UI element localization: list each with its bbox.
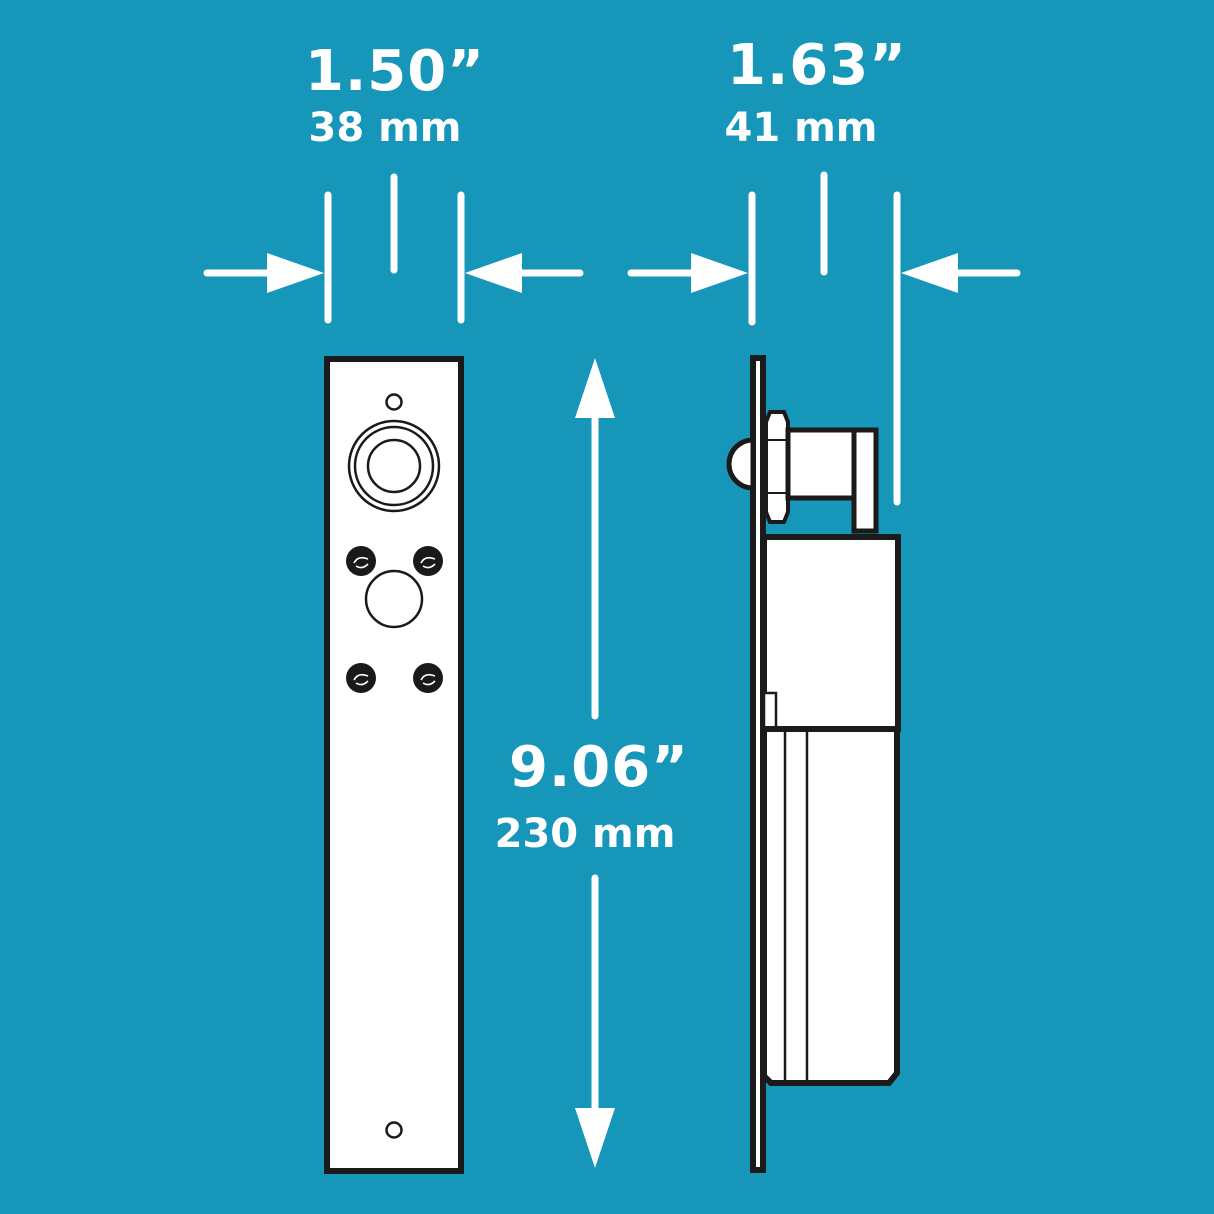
cylinder-core bbox=[366, 438, 422, 494]
screw-icon bbox=[346, 663, 376, 693]
front-width-dimension bbox=[203, 173, 584, 324]
center-hole bbox=[364, 569, 424, 629]
front-view-plate bbox=[324, 356, 464, 1174]
top-mounting-hole bbox=[385, 393, 403, 411]
front-width-mm: 38 mm bbox=[308, 105, 462, 151]
height-inches: 9.06” bbox=[509, 735, 689, 800]
side-view-body bbox=[726, 355, 901, 1173]
screw-icon bbox=[413, 663, 443, 693]
bottom-mounting-hole bbox=[385, 1121, 403, 1139]
front-width-inches: 1.50” bbox=[305, 39, 485, 104]
side-depth-dimension bbox=[627, 171, 1021, 506]
height-mm: 230 mm bbox=[494, 811, 676, 857]
side-depth-mm: 41 mm bbox=[724, 105, 878, 151]
height-dimension bbox=[575, 358, 615, 1168]
side-depth-inches: 1.63” bbox=[727, 33, 907, 98]
screw-icon bbox=[346, 546, 376, 576]
screw-icon bbox=[413, 546, 443, 576]
